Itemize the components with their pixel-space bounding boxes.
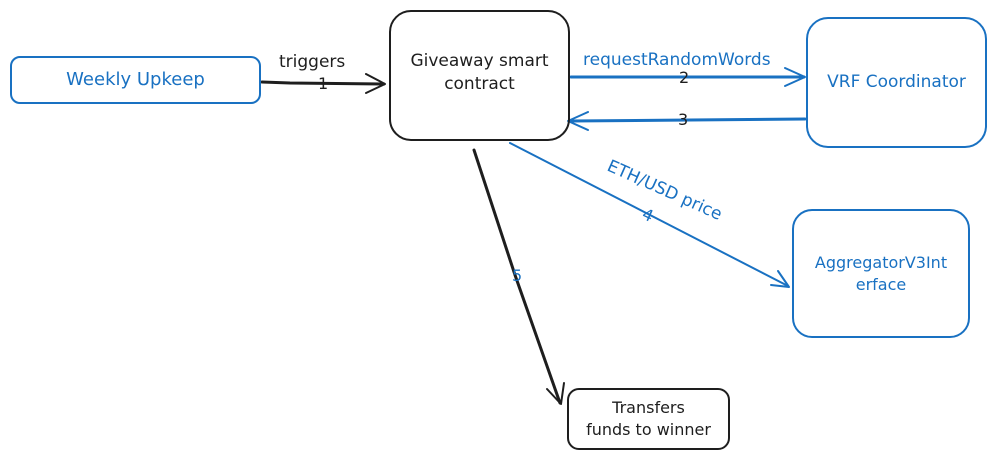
edge-label-eth-usd-price: ETH/USD price	[604, 156, 725, 225]
node-giveaway-label: Giveaway smart contract	[410, 50, 548, 96]
edge-request-random-words	[569, 67, 806, 87]
edge-triggers	[260, 73, 386, 94]
edge-step-3: 3	[678, 110, 688, 129]
edge-step-2: 2	[679, 68, 689, 87]
node-vrf-coordinator: VRF Coordinator	[806, 17, 987, 148]
edge-triggers-arrowhead	[365, 73, 386, 94]
node-weekly-upkeep: Weekly Upkeep	[10, 56, 261, 104]
node-aggregator-label-line-2: erface	[855, 274, 907, 294]
edge-step-1: 1	[318, 74, 328, 93]
edge-step-5: 5	[512, 266, 522, 285]
node-weekly-upkeep-label: Weekly Upkeep	[66, 68, 205, 90]
edge-eth-usd-price-line	[509, 142, 789, 287]
node-transfers-label-line-2: funds to winner	[586, 420, 711, 439]
edge-transfer-funds-arrowhead	[546, 382, 565, 405]
edge-step-4: 4	[639, 204, 656, 226]
edge-transfer-funds-line	[472, 148, 562, 405]
node-transfers-funds: Transfers funds to winner	[567, 388, 730, 450]
edge-request-random-words-arrowhead	[784, 67, 806, 87]
node-aggregator-label-line-1: AggregatorV3Int	[814, 252, 948, 272]
node-transfers-label-line-1: Transfers	[612, 398, 685, 418]
node-giveaway-smart-contract: Giveaway smart contract	[389, 10, 570, 141]
node-aggregator-label: AggregatorV3Int erface	[815, 252, 947, 295]
edge-eth-usd-price-arrowhead	[770, 270, 790, 288]
edge-callback-line	[568, 117, 807, 123]
node-giveaway-label-line-2: contract	[444, 73, 515, 94]
edge-label-triggers: triggers	[279, 52, 345, 72]
edge-label-request-random-words: requestRandomWords	[583, 50, 771, 70]
node-transfers-label: Transfers funds to winner	[586, 397, 711, 440]
edge-triggers-line	[260, 80, 386, 86]
node-aggregator-v3-interface: AggregatorV3Int erface	[792, 209, 970, 338]
edge-eth-usd-price	[509, 142, 790, 288]
edge-transfer-funds	[472, 148, 565, 405]
node-vrf-coordinator-label: VRF Coordinator	[827, 72, 966, 93]
node-giveaway-label-line-1: Giveaway smart	[410, 51, 549, 71]
